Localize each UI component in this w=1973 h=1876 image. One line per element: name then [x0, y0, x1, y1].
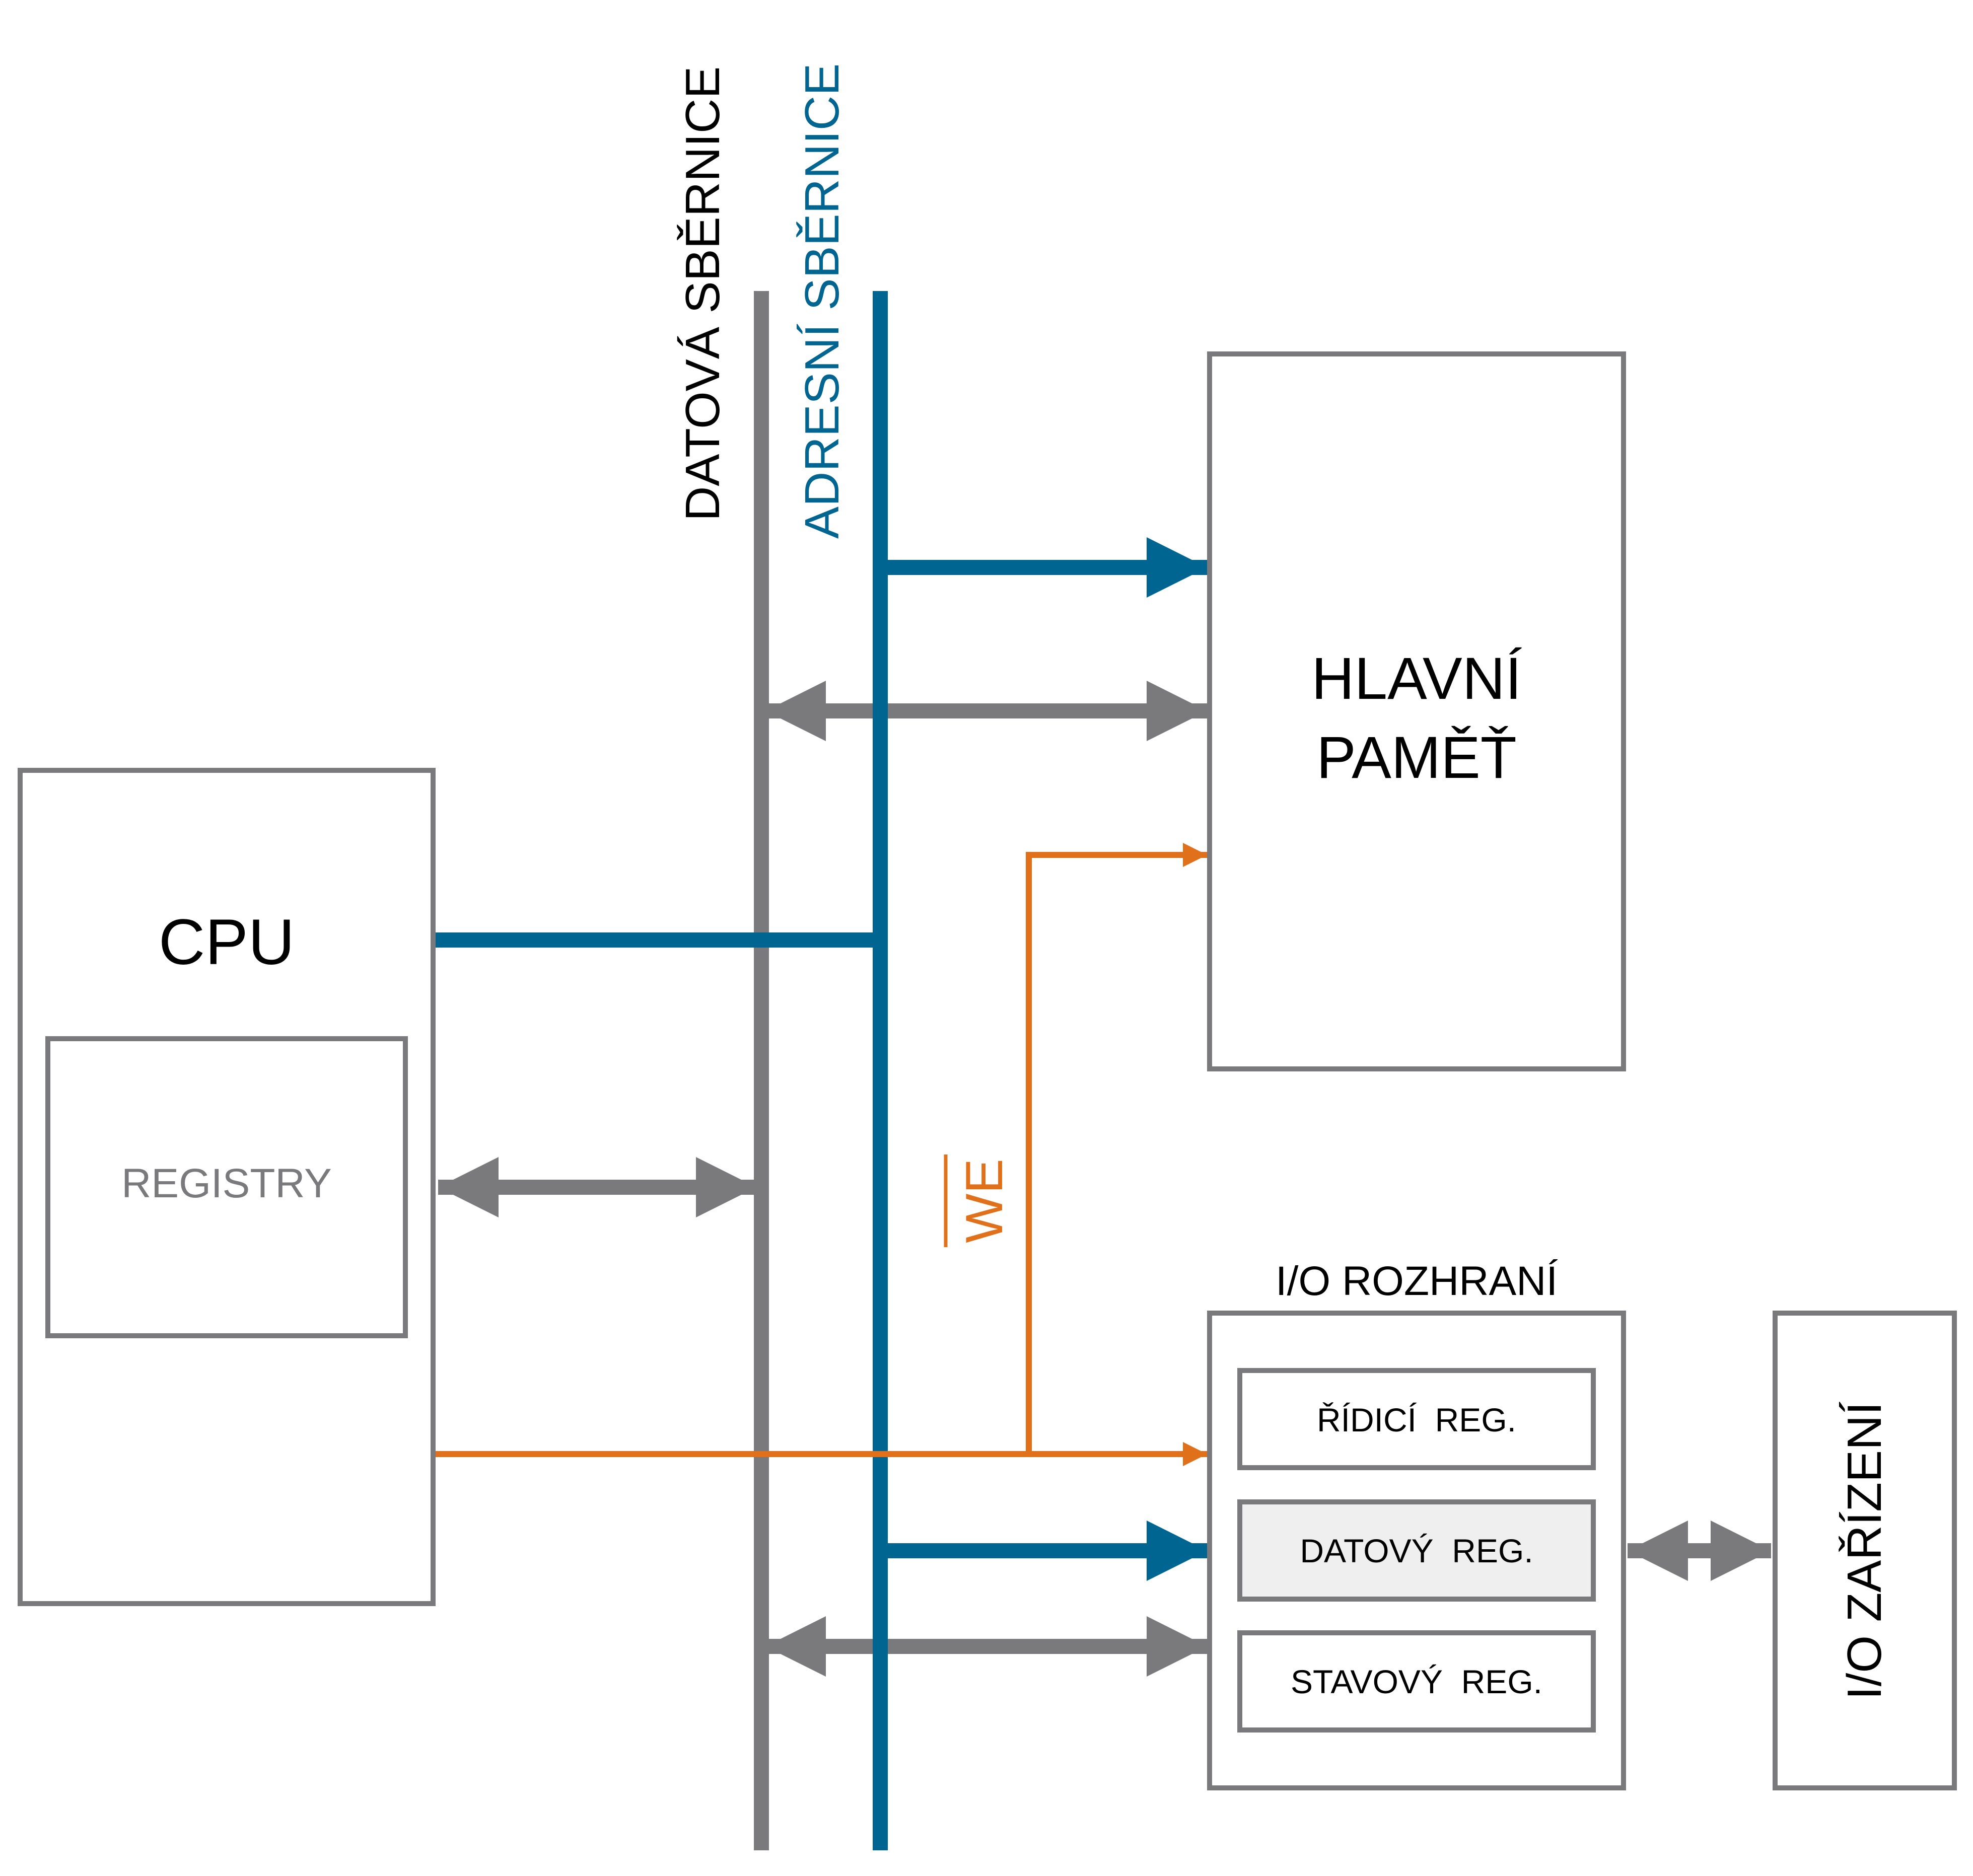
data-bus-label: DATOVÁ SBĚRNICE — [676, 66, 730, 521]
control-register-label: ŘÍDICÍ REG. — [1317, 1401, 1516, 1438]
io-device-box — [1773, 1311, 1957, 1790]
cpu-title: CPU — [159, 906, 295, 978]
main-memory-box — [1207, 351, 1626, 1071]
io-interface-box — [1207, 1311, 1626, 1790]
io-device-label: I/O ZAŘÍZENÍ — [1838, 1402, 1891, 1700]
status-register-label: STAVOVÝ REG. — [1291, 1663, 1542, 1700]
data-register-label: DATOVÝ REG. — [1300, 1532, 1533, 1569]
control-register-box — [1237, 1368, 1596, 1470]
we-memory-arrow — [1026, 843, 1207, 1454]
registers-label: REGISTRY — [121, 1161, 332, 1206]
status-register-box — [1237, 1630, 1596, 1733]
memory-title-line1: HLAVNÍ — [1311, 645, 1522, 712]
we-label-group: WE — [944, 1155, 1014, 1247]
address-bus-label: ADRESNÍ SBĚRNICE — [795, 63, 849, 539]
io-interface-title: I/O ROZHRANÍ — [1276, 1258, 1558, 1304]
memory-title-line2: PAMĚŤ — [1316, 725, 1517, 791]
data-register-box — [1237, 1499, 1596, 1602]
cpu-box — [18, 768, 436, 1606]
we-label: WE — [955, 1159, 1014, 1243]
registers-box — [45, 1036, 408, 1338]
